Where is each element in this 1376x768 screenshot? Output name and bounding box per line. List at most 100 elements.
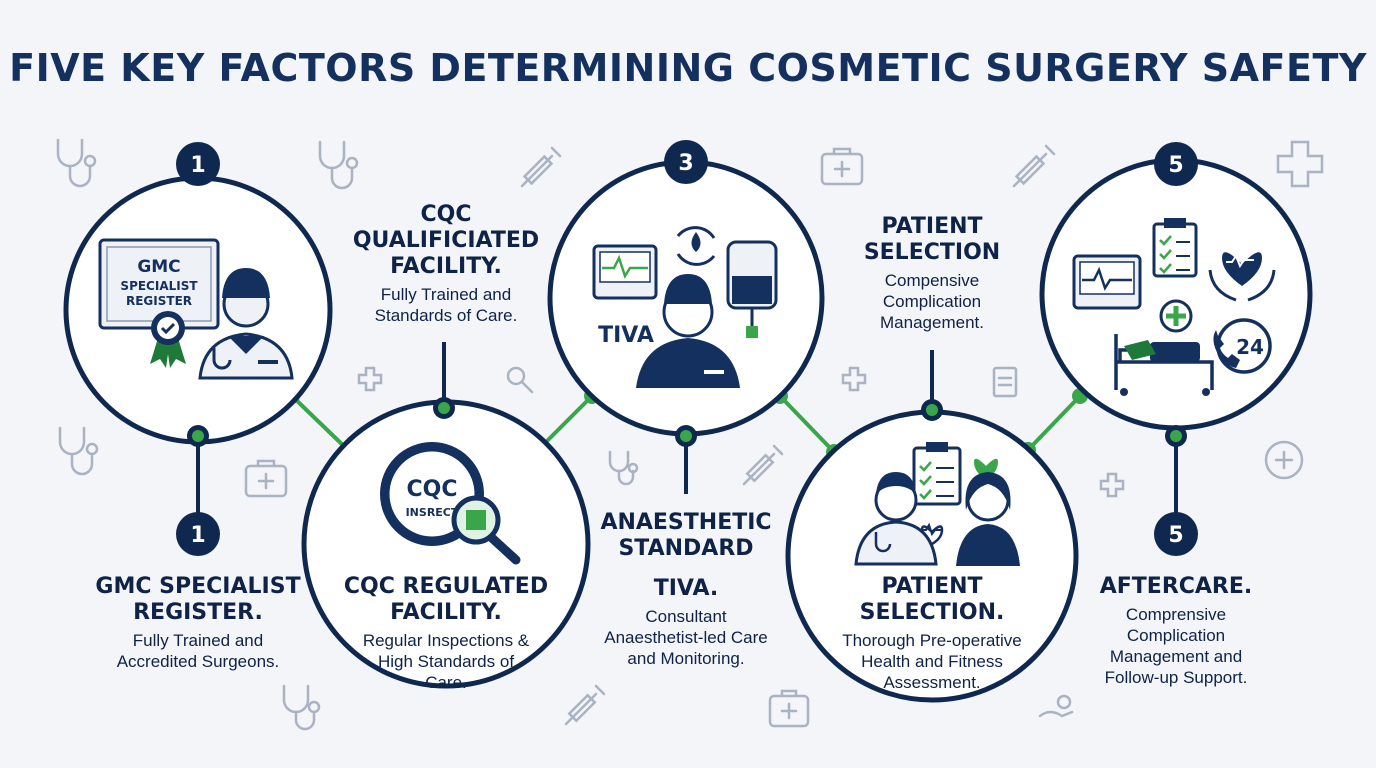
factor-body: Regular Inspections &: [362, 631, 530, 650]
number-badge: 5: [1154, 142, 1198, 186]
badge-text: 5: [1168, 523, 1183, 548]
stethoscope-icon: [282, 684, 321, 731]
badge-text: 5: [1168, 153, 1183, 178]
support-call-icon: [1264, 440, 1304, 480]
cross-icon: [1099, 472, 1125, 498]
factor-body: Fully Trained and: [132, 631, 264, 650]
cross-icon: [841, 366, 867, 392]
factor-heading: GMC SPECIALIST: [95, 574, 301, 599]
magnifier-building-icon: [451, 495, 521, 565]
care-hand-icon: [1038, 694, 1074, 718]
seal-text: CQC: [407, 477, 458, 502]
factor-body: Standards of Care.: [374, 306, 518, 325]
factor-heading: PATIENT: [881, 214, 983, 239]
stethoscope-icon: [56, 138, 97, 188]
factor-body: and Monitoring.: [627, 649, 745, 668]
syringe-icon: [564, 684, 606, 726]
factor-body: Consultant: [645, 607, 727, 626]
heart-hands-icon: [1208, 252, 1276, 302]
medical-kit-icon: [244, 459, 288, 498]
medical-kit-icon: [768, 689, 810, 728]
factor-body: Care.: [425, 673, 467, 692]
factor-body: Anaesthetist-led Care: [604, 628, 768, 647]
seal-subtext: INSRECT: [406, 506, 459, 519]
factor-body: Management.: [880, 313, 984, 332]
badge-text: 3: [678, 151, 693, 176]
factor-2-upper-text: CQC QUALIFICIATED FACILITY. Fully Traine…: [346, 202, 546, 326]
iv-drip-icon: [726, 240, 778, 338]
connector-path: [290, 394, 1082, 454]
factor-heading: FACILITY.: [390, 600, 502, 625]
surgeon-icon: [198, 268, 294, 380]
factor-body: Complication: [882, 292, 982, 311]
certificate-line: SPECIALIST: [120, 279, 198, 293]
syringe-icon: [520, 146, 562, 188]
factor-body: Accredited Surgeons.: [116, 652, 280, 671]
factor-body: Follow-up Support.: [1104, 668, 1248, 687]
award-seal-icon: [150, 311, 186, 368]
factor-body: Comprensive: [1125, 605, 1227, 624]
certificate-title: GMC: [137, 257, 180, 277]
factor-5-text: AFTERCARE. Comprensive Complication Mana…: [1076, 574, 1276, 688]
cross-icon: [1276, 140, 1324, 188]
factor-body: Management and: [1109, 647, 1243, 666]
factor-heading: FACILITY.: [390, 254, 502, 279]
stethoscope-icon: [318, 140, 359, 190]
factor-4-upper-text: PATIENT SELECTION Compensive Complicatio…: [832, 214, 1032, 333]
factor-body: High Standards of: [377, 652, 515, 671]
factor-heading: QUALIFICIATED: [352, 228, 540, 253]
certificate-line: REGISTER: [126, 294, 192, 308]
tiva-label: TIVA: [598, 323, 654, 348]
clock-label: 24: [1236, 335, 1264, 359]
factor-2-lower-text: CQC REGULATED FACILITY. Regular Inspecti…: [336, 574, 556, 693]
factor-body: Thorough Pre-operative: [842, 631, 1022, 650]
factor-heading: SELECTION.: [859, 600, 1005, 625]
monitor-icon: [592, 244, 658, 300]
phone-24h-icon: 24: [1213, 318, 1272, 374]
stethoscope-icon: [58, 426, 99, 476]
factor-heading: STANDARD: [618, 536, 754, 561]
factor-body: Assessment.: [883, 673, 981, 692]
anaesthetist-icon: [636, 274, 740, 388]
number-badge: 5: [1154, 512, 1198, 556]
junction-dots: [187, 397, 1187, 447]
clipboard-check-icon: [1152, 218, 1198, 278]
refresh-drop-icon: [676, 226, 716, 266]
badge-text: 1: [190, 523, 205, 548]
doctor-icon: [854, 472, 938, 566]
factor-heading: CQC: [420, 202, 472, 227]
factor-heading: ANAESTHETIC: [600, 510, 772, 535]
factor-body: Fully Trained and: [380, 285, 512, 304]
factor-heading: CQC REGULATED: [343, 574, 549, 599]
background-icons: [56, 138, 1324, 731]
page-title: FIVE KEY FACTORS DETERMINING COSMETIC SU…: [9, 46, 1367, 90]
medical-kit-icon: [820, 147, 864, 186]
factor-1-text: GMC SPECIALIST REGISTER. Fully Trained a…: [88, 574, 308, 672]
patient-icon: [956, 472, 1020, 566]
monitor-icon: [1072, 254, 1142, 310]
number-badge: 1: [176, 142, 220, 186]
cross-icon: [357, 366, 383, 392]
clipboard-icon: [992, 366, 1018, 398]
factor-body: Complication: [1126, 626, 1226, 645]
factor-body: Compensive: [884, 271, 980, 290]
medical-cross-icon: [1159, 299, 1193, 333]
hospital-bed-icon: [1114, 334, 1214, 396]
syringe-icon: [742, 444, 784, 486]
syringe-icon: [1012, 144, 1056, 188]
factor-3-text: ANAESTHETIC STANDARD TIVA. Consultant An…: [576, 510, 796, 669]
factor-heading: REGISTER.: [133, 600, 263, 625]
clipboard-check-icon: [912, 442, 962, 506]
factor-heading: SELECTION: [863, 240, 1001, 265]
factor-subheading: TIVA.: [653, 576, 719, 601]
stethoscope-icon: [608, 450, 639, 486]
magnifier-icon: [506, 366, 534, 394]
number-badge: 1: [176, 512, 220, 556]
factor-4-lower-text: PATIENT SELECTION. Thorough Pre-operativ…: [818, 574, 1046, 693]
factor-heading: AFTERCARE.: [1099, 574, 1253, 599]
number-badge: 3: [664, 140, 708, 184]
badge-text: 1: [190, 153, 205, 178]
factor-heading: PATIENT: [881, 574, 983, 599]
factor-body: Health and Fitness: [861, 652, 1003, 671]
